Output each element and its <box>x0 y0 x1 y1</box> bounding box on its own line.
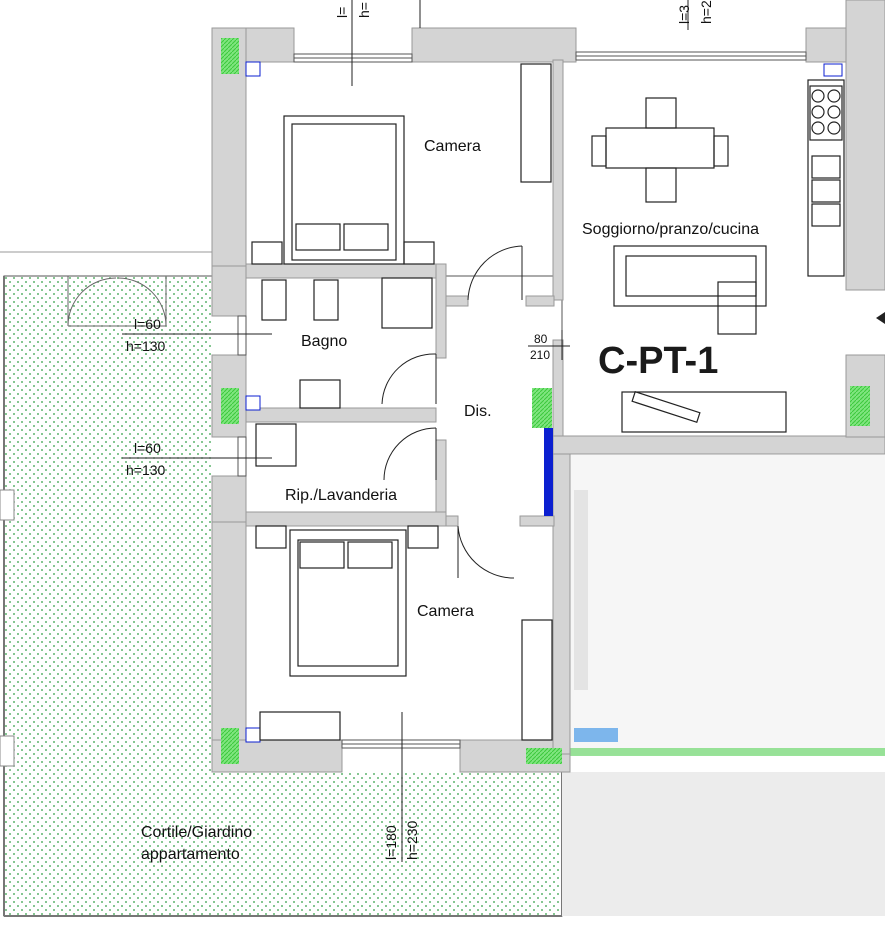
room-label-soggiorno: Soggiorno/pranzo/cucina <box>582 221 760 238</box>
room-label-dis: Dis. <box>464 403 492 420</box>
room-label-ripostiglio: Rip./Lavanderia <box>285 487 398 504</box>
top-right-window-height: h=2 <box>698 0 714 24</box>
top-left-window-height: h= <box>356 2 372 18</box>
door-height: 210 <box>530 348 551 362</box>
dimension-lines <box>122 0 689 862</box>
arrow-icon <box>876 312 885 324</box>
rip-window-width: l=60 <box>134 440 161 456</box>
unit-code: C-PT-1 <box>598 340 719 382</box>
room-label-bagno: Bagno <box>301 333 348 350</box>
bagno-window-width: l=60 <box>134 316 161 332</box>
garden-area <box>0 251 563 917</box>
bottom-window-width: l=180 <box>383 825 399 860</box>
bottom-window-height: h=230 <box>404 820 420 860</box>
windows <box>237 51 807 749</box>
top-right-window-width: l=3 <box>676 4 692 24</box>
doors <box>381 245 523 579</box>
furniture <box>251 63 845 741</box>
top-left-window-width: l= <box>334 6 350 18</box>
neighbour-area <box>562 455 885 916</box>
door-width: 80 <box>534 332 548 346</box>
room-label-camera-top: Camera <box>424 138 481 155</box>
garden-label-line1: Cortile/Giardino <box>141 824 253 841</box>
garden-label-line2: appartamento <box>141 846 240 863</box>
bagno-window-height: h=130 <box>126 338 166 354</box>
room-label-camera-bottom: Camera <box>417 603 474 620</box>
rip-window-height: h=130 <box>126 462 166 478</box>
markers <box>221 38 870 764</box>
